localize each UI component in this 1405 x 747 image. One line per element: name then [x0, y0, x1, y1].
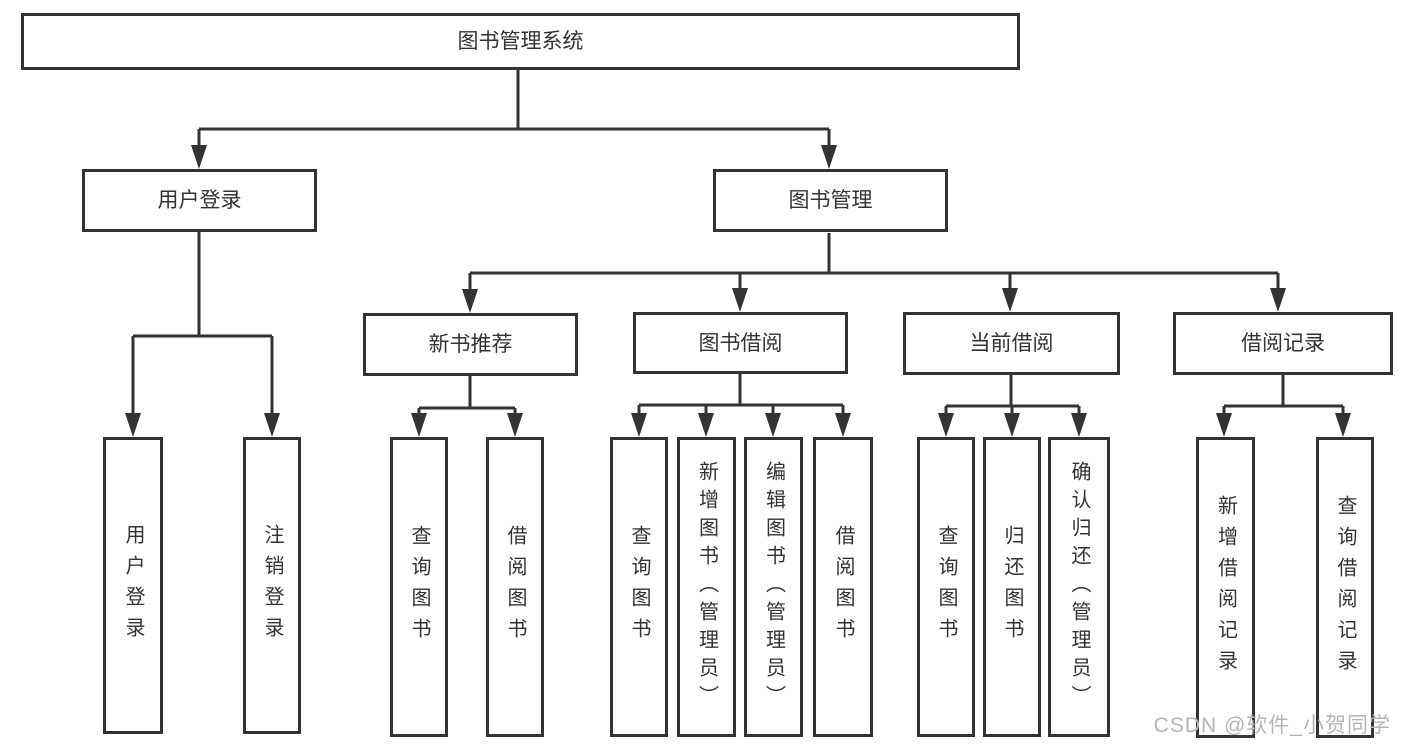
leaf-borrow-books-2: 借阅图书 [813, 437, 873, 737]
leaf-add-books-admin: 新增图书（管理员） [677, 437, 736, 737]
csdn-watermark: CSDN @软件_小贺同学 [1153, 714, 1391, 737]
leaf-query-books-3: 查询图书 [917, 437, 975, 737]
leaf-confirm-return-admin: 确认归还（管理员） [1048, 437, 1110, 737]
node-book-borrowing: 图书借阅 [633, 312, 848, 374]
leaf-query-books-2: 查询图书 [610, 437, 668, 737]
node-current-borrowing: 当前借阅 [903, 312, 1120, 375]
leaf-query-borrow-record: 查询借阅记录 [1316, 437, 1374, 738]
leaf-logout: 注销登录 [243, 437, 301, 734]
leaf-edit-books-admin: 编辑图书（管理员） [744, 437, 803, 737]
node-user-login: 用户登录 [82, 169, 317, 232]
leaf-borrow-books-1: 借阅图书 [486, 437, 544, 737]
leaf-query-books-1: 查询图书 [390, 437, 448, 737]
node-new-book-recommend: 新书推荐 [363, 313, 578, 376]
leaf-user-login: 用户登录 [103, 437, 163, 734]
node-book-management: 图书管理 [713, 169, 948, 232]
leaf-add-borrow-record: 新增借阅记录 [1196, 437, 1255, 738]
node-library-management-system: 图书管理系统 [21, 13, 1020, 70]
leaf-return-books: 归还图书 [983, 437, 1041, 737]
node-borrowing-records: 借阅记录 [1173, 312, 1393, 375]
